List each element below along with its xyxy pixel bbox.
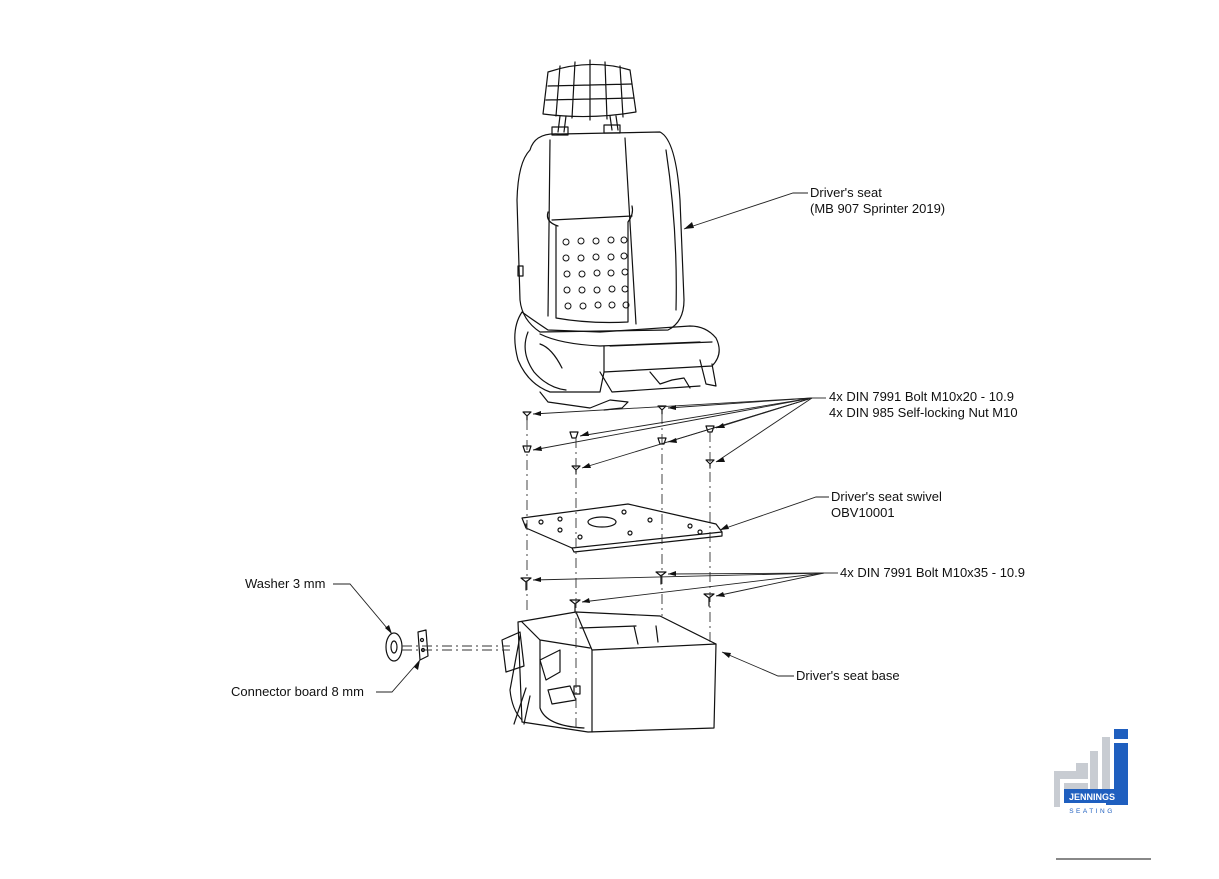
lower-bolt-label: 4x DIN 7991 Bolt M10x35 - 10.9 <box>840 565 1025 580</box>
connector-board-label: Connector board 8 mm <box>231 684 364 699</box>
swivel-label-line1: Driver's seat swivel <box>831 489 942 504</box>
logo-subtitle: SEATING <box>1069 808 1115 815</box>
swivel-plate <box>521 503 723 553</box>
upper-bolt-label: 4x DIN 7991 Bolt M10x20 - 10.9 4x DIN 98… <box>829 389 1018 421</box>
washer-part <box>385 632 403 662</box>
alignment-lines <box>402 414 711 732</box>
upper-bolt-label-line2: 4x DIN 985 Self-locking Nut M10 <box>829 405 1018 420</box>
upper-fasteners <box>522 405 715 475</box>
headrest <box>542 59 637 136</box>
swivel-label-line2: OBV10001 <box>831 505 895 520</box>
seat-backrest <box>516 131 685 333</box>
seat-base-label: Driver's seat base <box>796 668 900 683</box>
seat-base <box>501 611 717 733</box>
drivers-seat-label-line1: Driver's seat <box>810 185 882 200</box>
washer-label: Washer 3 mm <box>245 576 326 591</box>
jennings-seating-logo: JENNINGS SEATING <box>1054 729 1128 815</box>
leader-arrowheads <box>385 222 731 670</box>
drivers-seat-label: Driver's seat (MB 907 Sprinter 2019) <box>810 185 945 217</box>
drivers-seat-label-line2: (MB 907 Sprinter 2019) <box>810 201 946 216</box>
ventilation-holes <box>562 236 630 310</box>
logo-name: JENNINGS <box>1069 792 1115 802</box>
upper-bolt-label-line1: 4x DIN 7991 Bolt M10x20 - 10.9 <box>829 389 1014 404</box>
leader-lines <box>333 192 838 693</box>
swivel-label: Driver's seat swivel OBV10001 <box>831 489 942 521</box>
seat-cushion <box>514 311 720 411</box>
connector-board-part <box>417 629 429 661</box>
